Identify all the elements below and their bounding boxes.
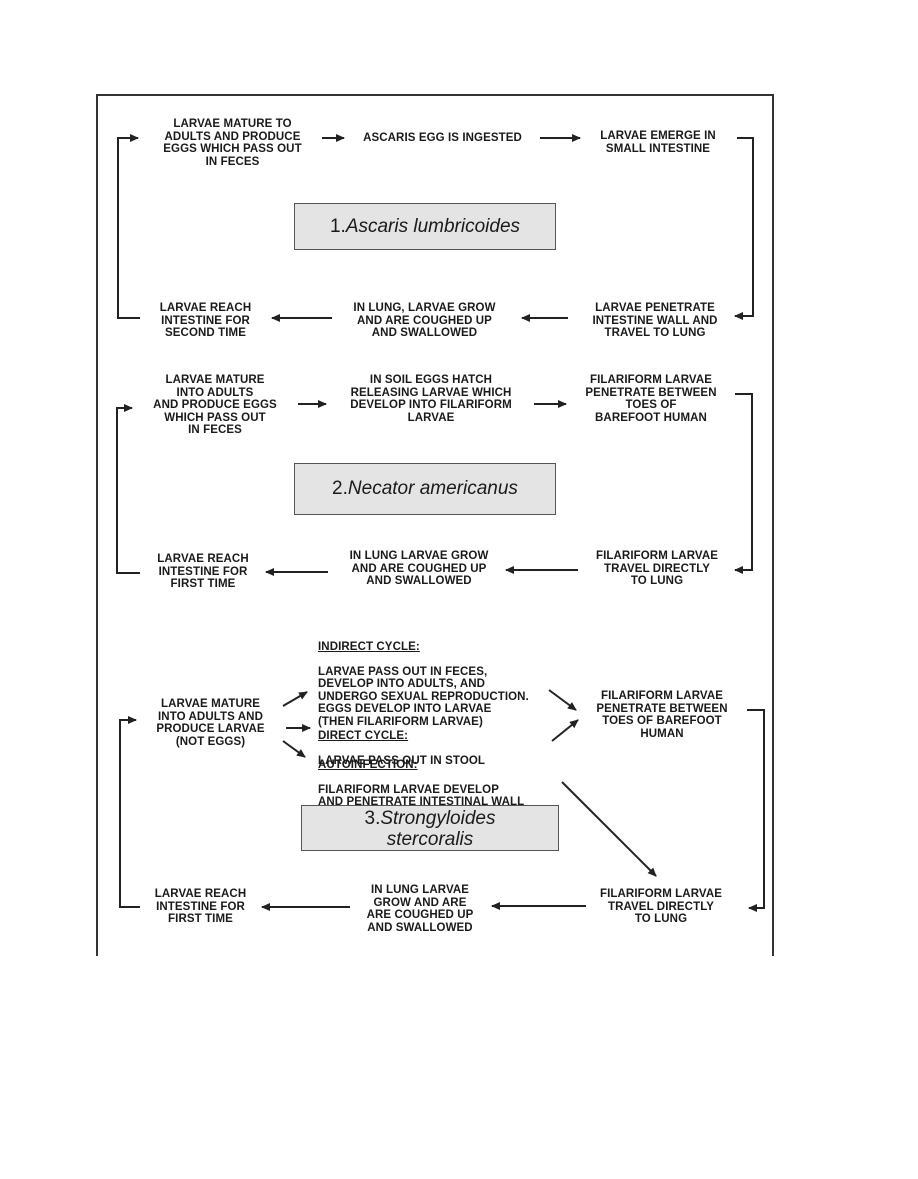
necator-mature-step: LARVAE MATURE INTO ADULTS AND PRODUCE EG… xyxy=(153,374,277,436)
strongyloides-autoinfection: AUTOINFECTION: FILARIFORM LARVAE DEVELOP… xyxy=(318,746,580,809)
ascaris-lung-step: IN LUNG, LARVAE GROW AND ARE COUGHED UP … xyxy=(353,302,496,339)
necator-title: 2.Necator americanus xyxy=(294,463,556,515)
arrow-indirect-to-penetrate xyxy=(548,689,577,711)
arrow-reach-to-mature xyxy=(119,716,140,908)
strongyloides-lung-step: IN LUNG LARVAE GROW AND ARE ARE COUGHED … xyxy=(366,884,474,934)
autoinfection-heading: AUTOINFECTION: xyxy=(318,758,418,771)
necator-penetrate-step: FILARIFORM LARVAE PENETRATE BETWEEN TOES… xyxy=(585,374,717,424)
ascaris-title: 1.Ascaris lumbricoides xyxy=(294,203,556,250)
arrow-auto-to-travel xyxy=(561,781,657,877)
necator-lung-step: IN LUNG LARVAE GROW AND ARE COUGHED UP A… xyxy=(349,550,489,587)
strongyloides-mature-step: LARVAE MATURE INTO ADULTS AND PRODUCE LA… xyxy=(156,698,265,748)
strongyloides-indirect-cycle: INDIRECT CYCLE: LARVAE PASS OUT IN FECES… xyxy=(318,628,578,728)
arrow-penetrate-to-travel xyxy=(734,393,753,574)
direct-cycle-text: LARVAE PASS OUT IN STOOL xyxy=(318,754,486,767)
ascaris-mature-step: LARVAE MATURE TO ADULTS AND PRODUCE EGGS… xyxy=(163,118,302,168)
arrow-reach-to-mature xyxy=(117,134,140,319)
arrow-reach-to-mature xyxy=(116,404,140,574)
ascaris-penetrate-step: LARVAE PENETRATE INTESTINE WALL AND TRAV… xyxy=(592,302,718,339)
strongyloides-penetrate-step: FILARIFORM LARVAE PENETRATE BETWEEN TOES… xyxy=(596,690,728,740)
direct-cycle-heading: DIRECT CYCLE: xyxy=(318,729,409,742)
strongyloides-direct-cycle: DIRECT CYCLE: LARVAE PASS OUT IN STOOL xyxy=(318,717,558,767)
arrow-penetrate-to-travel xyxy=(747,709,765,912)
indirect-cycle-text: LARVAE PASS OUT IN FECES, DEVELOP INTO A… xyxy=(318,665,529,728)
necator-reach-step: LARVAE REACH INTESTINE FOR FIRST TIME xyxy=(157,553,249,590)
necator-soil-step: IN SOIL EGGS HATCH RELEASING LARVAE WHIC… xyxy=(350,374,512,424)
strongyloides-travel-step: FILARIFORM LARVAE TRAVEL DIRECTLY TO LUN… xyxy=(599,888,723,925)
arrow-emerge-to-penetrate xyxy=(734,137,754,320)
ascaris-ingested-step: ASCARIS EGG IS INGESTED xyxy=(363,132,522,144)
necator-travel-step: FILARIFORM LARVAE TRAVEL DIRECTLY TO LUN… xyxy=(595,550,719,587)
ascaris-reach-step: LARVAE REACH INTESTINE FOR SECOND TIME xyxy=(159,302,252,339)
diagram-frame xyxy=(96,94,774,956)
arrow-direct-to-penetrate xyxy=(551,719,579,742)
strongyloides-reach-step: LARVAE REACH INTESTINE FOR FIRST TIME xyxy=(154,888,247,925)
ascaris-emerge-step: LARVAE EMERGE IN SMALL INTESTINE xyxy=(600,130,716,155)
arrow-mature-to-auto xyxy=(282,740,306,758)
indirect-cycle-heading: INDIRECT CYCLE: xyxy=(318,640,420,653)
arrow-mature-to-indirect xyxy=(282,691,308,707)
